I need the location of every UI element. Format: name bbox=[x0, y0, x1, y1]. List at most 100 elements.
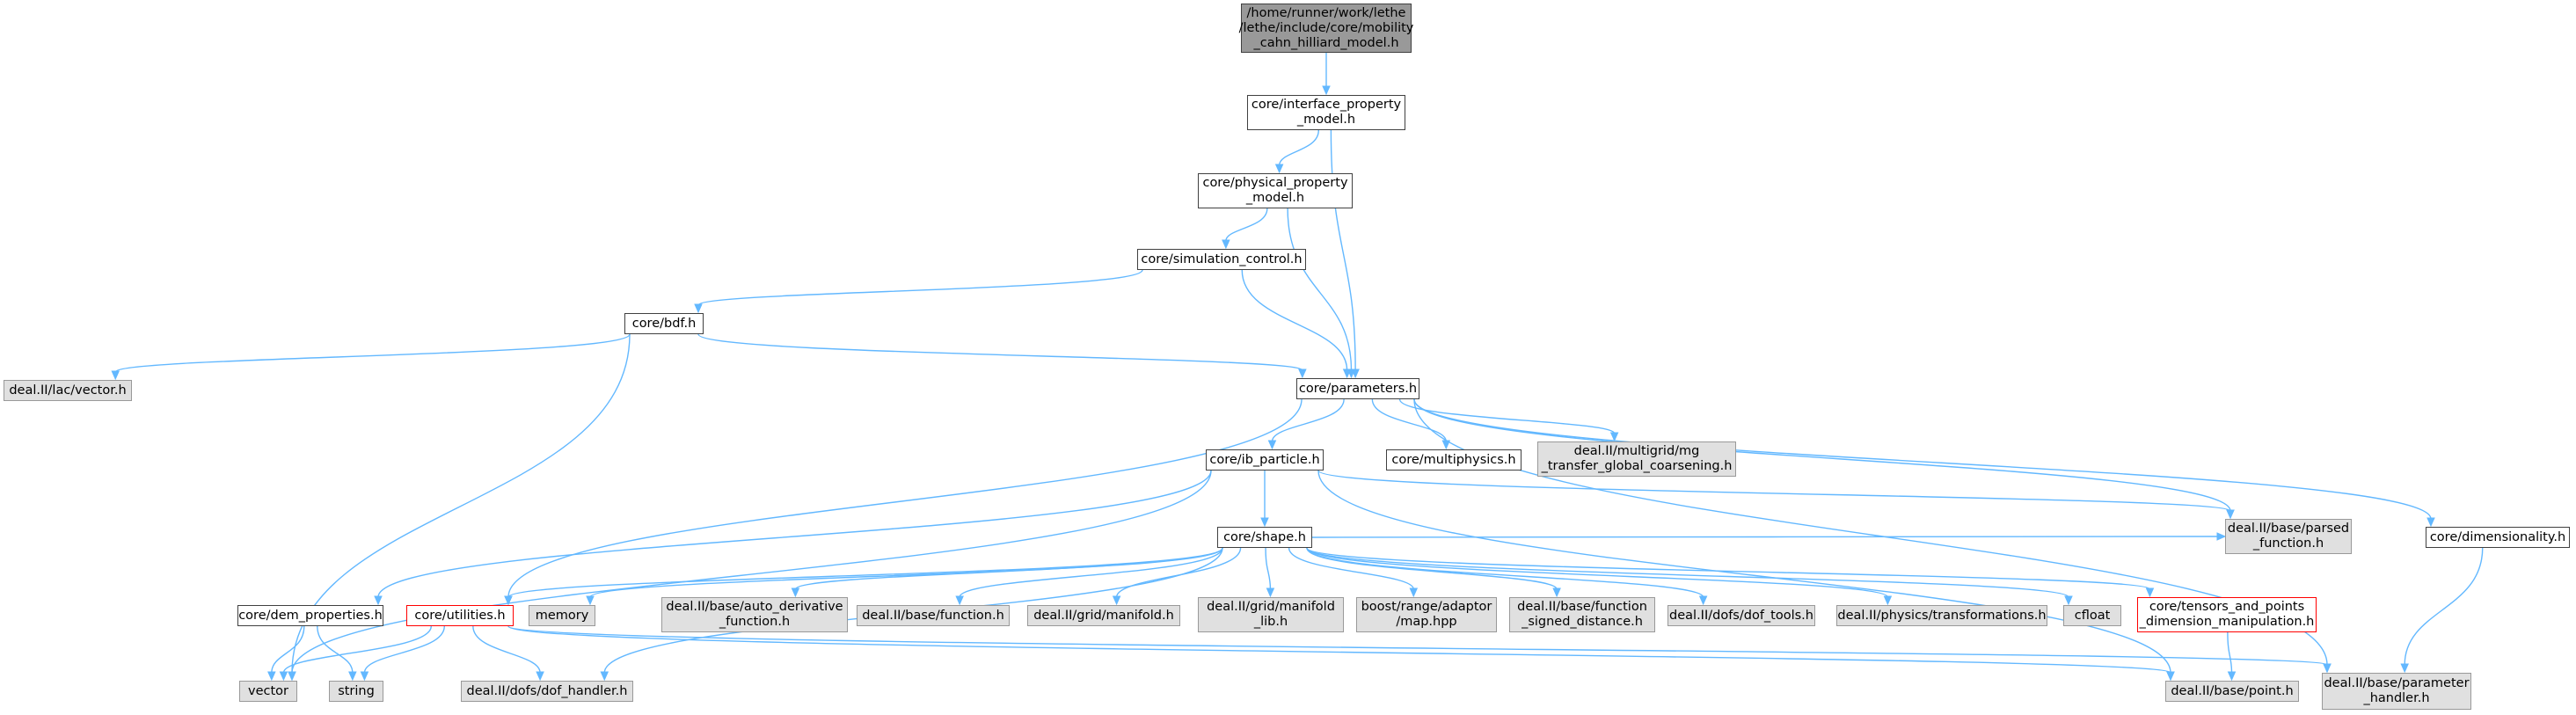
node-label: deal.II/base/parsed _function.h bbox=[2227, 522, 2350, 551]
dependency-arrowhead bbox=[1883, 595, 1893, 606]
node-dem-properties-h[interactable]: core/dem_properties.h bbox=[237, 605, 383, 626]
dependency-arrowhead bbox=[504, 595, 513, 606]
node-label: core/simulation_control.h bbox=[1141, 252, 1303, 266]
dependency-arrowhead bbox=[1552, 587, 1561, 598]
dependency-edge bbox=[472, 625, 541, 674]
dependency-edge bbox=[1306, 547, 1704, 598]
dependency-arrowhead bbox=[1266, 587, 1275, 598]
dependency-arrowhead bbox=[536, 671, 544, 682]
dependency-edge bbox=[1287, 208, 1353, 371]
dependency-edge bbox=[959, 547, 1223, 598]
dependency-edge bbox=[1241, 269, 1348, 371]
node-label: deal.II/grid/manifold.h bbox=[1033, 608, 1174, 623]
node-label: deal.II/grid/manifold _lib.h bbox=[1207, 600, 1335, 629]
node-function-signed-distance-h: deal.II/base/function _signed_distance.h bbox=[1509, 597, 1655, 632]
node-label: core/interface_property _model.h bbox=[1251, 98, 1402, 127]
node-physical-property-model-h[interactable]: core/physical_property _model.h bbox=[1198, 173, 1353, 208]
node-label: deal.II/lac/vector.h bbox=[9, 383, 127, 398]
dependency-edge bbox=[1225, 208, 1268, 242]
dependency-edge bbox=[1265, 547, 1272, 590]
dependency-arrowhead bbox=[348, 671, 357, 682]
dependency-edge bbox=[794, 547, 1223, 590]
dependency-edge bbox=[697, 269, 1143, 306]
node-label: core/parameters.h bbox=[1298, 381, 1418, 396]
dependency-arrowhead bbox=[1298, 368, 1307, 379]
dependency-arrowhead bbox=[1409, 587, 1419, 598]
node-label: deal.II/base/parameter _handler.h bbox=[2324, 676, 2470, 705]
node-label: core/physical_property _model.h bbox=[1202, 176, 1348, 205]
node-tensors-and-points-dimension-manipulation-h[interactable]: core/tensors_and_points _dimension_manip… bbox=[2137, 597, 2317, 632]
node-parameters-h[interactable]: core/parameters.h bbox=[1296, 378, 1419, 399]
dependency-edge bbox=[317, 625, 354, 674]
dependency-edge bbox=[1271, 398, 1345, 442]
dependency-edge bbox=[1371, 398, 1447, 442]
node-string: string bbox=[329, 681, 383, 702]
node-label: deal.II/dofs/dof_tools.h bbox=[1669, 608, 1813, 623]
dependency-edge bbox=[1330, 129, 1356, 371]
dependency-edge bbox=[1278, 129, 1319, 166]
dependency-arrowhead bbox=[111, 370, 120, 381]
dependency-edge bbox=[114, 333, 631, 373]
dependency-arrowhead bbox=[1609, 432, 1619, 442]
node-label: deal.II/base/function _signed_distance.h bbox=[1517, 600, 1647, 629]
dependency-edge bbox=[1115, 547, 1242, 598]
node-bdf-h[interactable]: core/bdf.h bbox=[624, 313, 704, 334]
node-multiphysics-h[interactable]: core/multiphysics.h bbox=[1386, 449, 1522, 471]
node-cfloat: cfloat bbox=[2063, 605, 2121, 626]
dependency-edge bbox=[377, 470, 1212, 598]
node-simulation-control-h[interactable]: core/simulation_control.h bbox=[1137, 249, 1306, 270]
dependency-edge bbox=[2404, 547, 2484, 666]
dependency-arrowhead bbox=[2166, 671, 2175, 682]
dependency-edge bbox=[1413, 398, 2432, 520]
dependency-edge bbox=[1317, 470, 2231, 512]
dependency-arrowhead bbox=[267, 671, 276, 682]
node-label: boost/range/adaptor /map.hpp bbox=[1361, 600, 1492, 629]
node-ib-particle-h[interactable]: core/ib_particle.h bbox=[1206, 449, 1324, 471]
node-utilities-h[interactable]: core/utilities.h bbox=[406, 605, 514, 626]
dependency-arrowhead bbox=[586, 595, 595, 606]
dependency-edge bbox=[291, 470, 1212, 674]
node-mg-transfer-global-coarsening-h: deal.II/multigrid/mg _transfer_global_co… bbox=[1537, 441, 1736, 477]
dependency-arrowhead bbox=[600, 671, 609, 682]
node-interface-property-model-h[interactable]: core/interface_property _model.h bbox=[1247, 95, 1405, 130]
dependency-arrowhead bbox=[1260, 517, 1269, 528]
node-boost-range-adaptor-map-hpp: boost/range/adaptor /map.hpp bbox=[1356, 597, 1497, 632]
dependency-arrowhead bbox=[791, 587, 800, 598]
node-grid-manifold-h: deal.II/grid/manifold.h bbox=[1027, 605, 1180, 626]
node-label: core/tensors_and_points _dimension_manip… bbox=[2139, 600, 2315, 629]
node-label: core/bdf.h bbox=[631, 316, 697, 331]
dependency-edge bbox=[271, 625, 305, 674]
node-grid-manifold-lib-h: deal.II/grid/manifold _lib.h bbox=[1198, 597, 1344, 632]
dependency-arrowhead bbox=[2226, 509, 2235, 520]
node-auto-derivative-function-h: deal.II/base/auto_derivative _function.h bbox=[661, 597, 848, 632]
dependency-arrowhead bbox=[1222, 239, 1230, 250]
dependency-arrowhead bbox=[694, 303, 703, 314]
node-base-function-h: deal.II/base/function.h bbox=[857, 605, 1010, 626]
dependency-edge bbox=[282, 625, 432, 674]
dependency-arrowhead bbox=[2323, 663, 2332, 674]
node-dof-tools-h: deal.II/dofs/dof_tools.h bbox=[1667, 605, 1815, 626]
node-physics-transformations-h: deal.II/physics/transformations.h bbox=[1836, 605, 2047, 626]
dependency-edge bbox=[507, 398, 1303, 598]
dependency-edge bbox=[1306, 547, 1889, 598]
node-shape-h[interactable]: core/shape.h bbox=[1217, 527, 1312, 548]
node-dimensionality-h[interactable]: core/dimensionality.h bbox=[2426, 527, 2570, 548]
node-label: core/utilities.h bbox=[414, 608, 506, 623]
node-memory: memory bbox=[529, 605, 595, 626]
dependency-arrowhead bbox=[1267, 440, 1277, 450]
node-parsed-function-h: deal.II/base/parsed _function.h bbox=[2225, 519, 2352, 554]
dependency-arrowhead bbox=[279, 671, 288, 682]
node-lac-vector-h: deal.II/lac/vector.h bbox=[4, 380, 132, 401]
dependency-arrowhead bbox=[955, 595, 964, 606]
node-base-point-h: deal.II/base/point.h bbox=[2165, 681, 2299, 702]
dependency-arrowhead bbox=[2216, 532, 2227, 541]
node-label: core/dem_properties.h bbox=[238, 608, 383, 623]
node-parameter-handler-h: deal.II/base/parameter _handler.h bbox=[2322, 673, 2471, 710]
node-dof-handler-h: deal.II/dofs/dof_handler.h bbox=[461, 681, 633, 702]
node-label: core/multiphysics.h bbox=[1391, 452, 1516, 467]
dependency-edge bbox=[1317, 470, 2171, 674]
dependency-edge bbox=[589, 547, 1223, 598]
dependency-arrowhead bbox=[1322, 85, 1331, 96]
